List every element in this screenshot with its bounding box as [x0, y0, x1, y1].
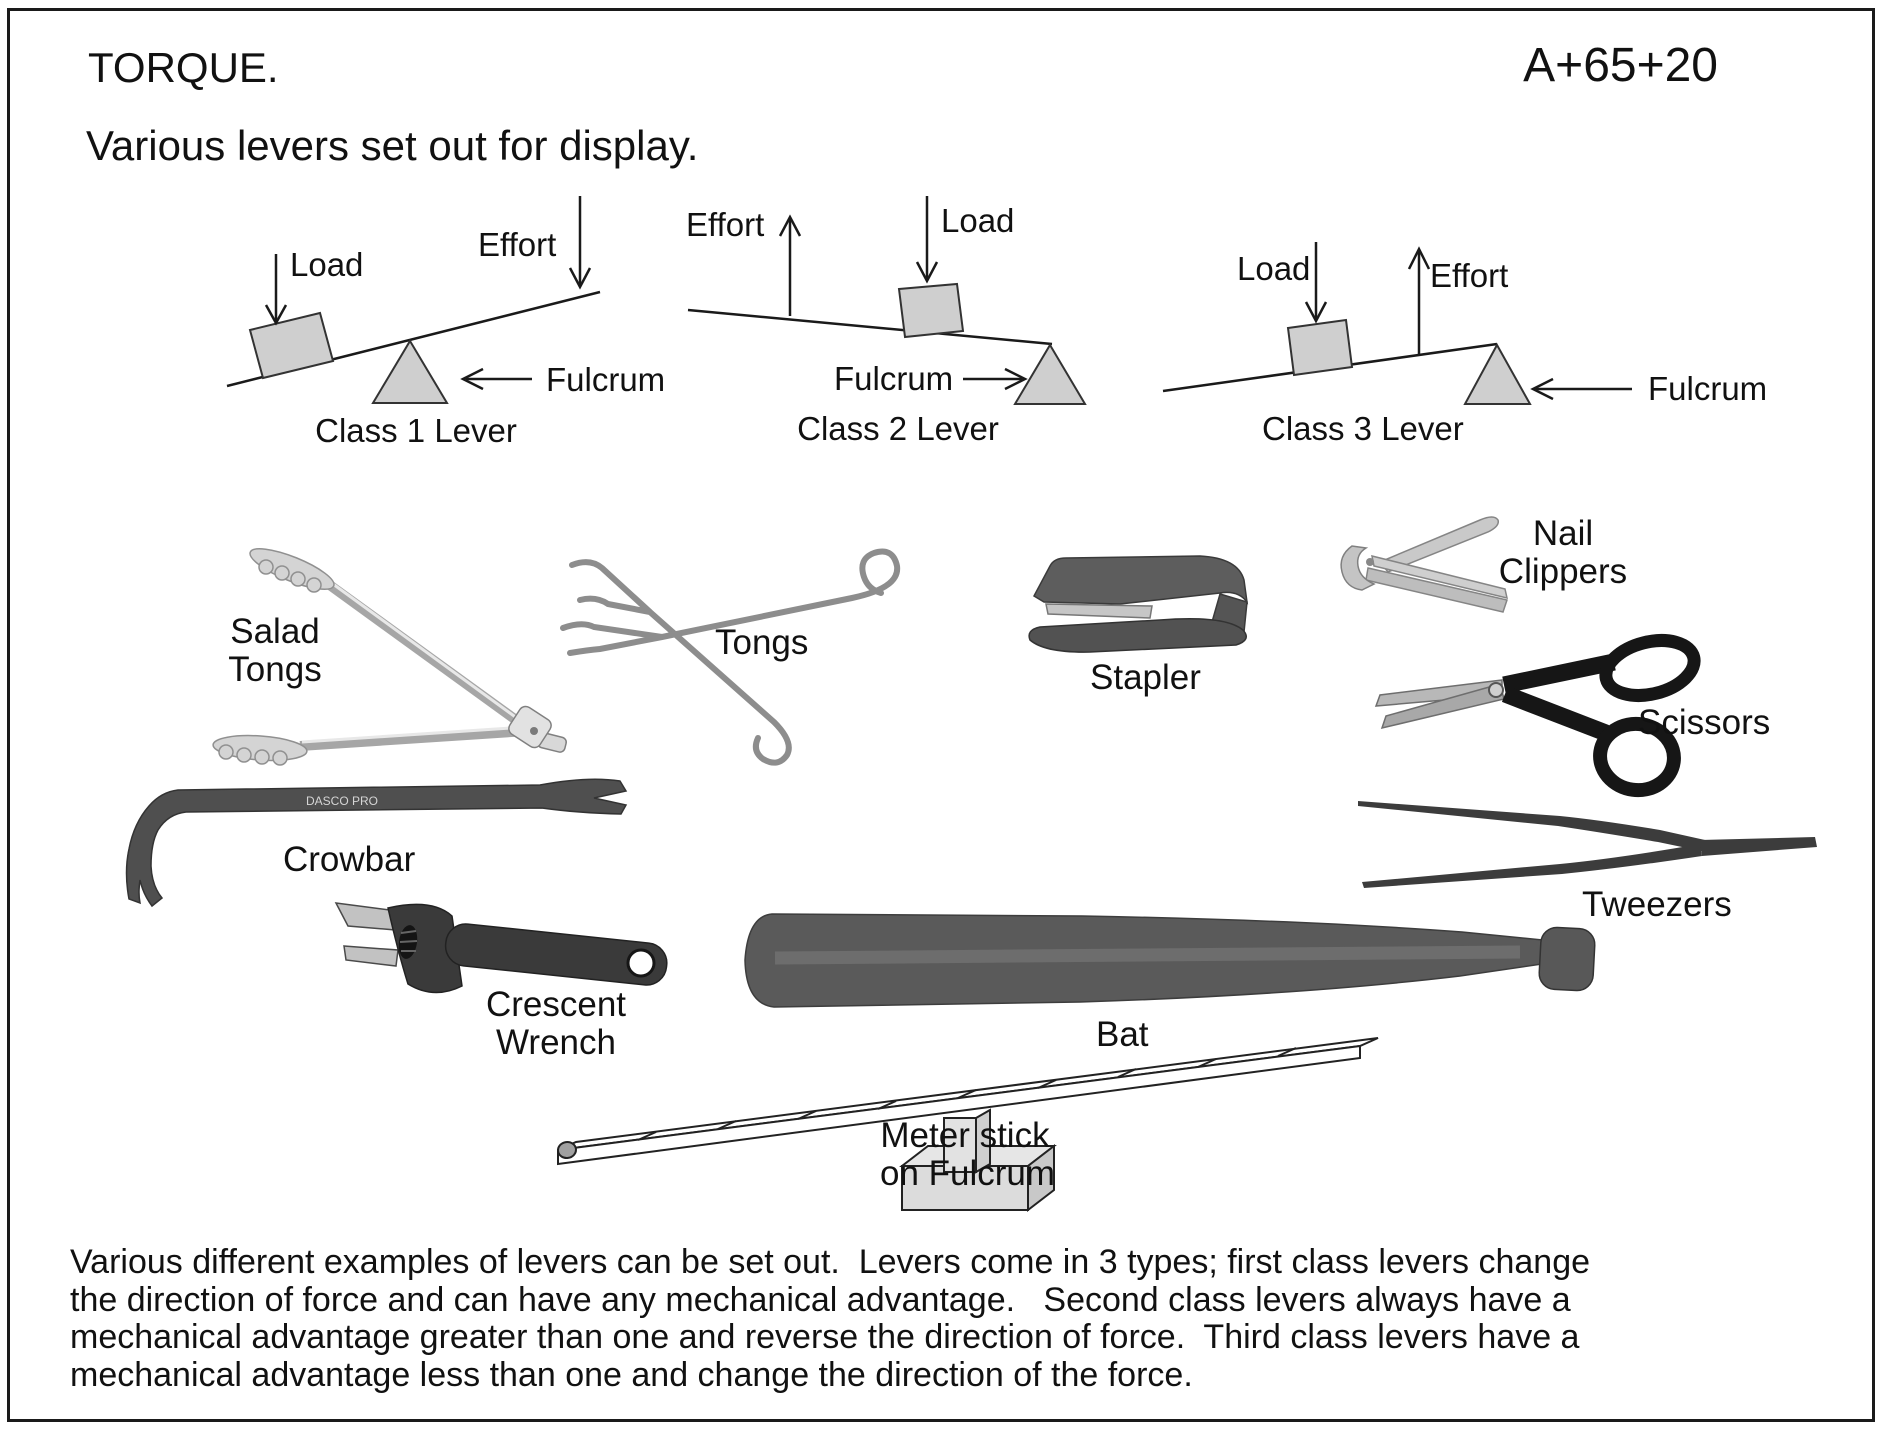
- crowbar-brand-text: DASCO PRO: [306, 794, 378, 808]
- crowbar-image: DASCO PRO: [125, 778, 628, 908]
- class1-effort-label: Effort: [478, 226, 557, 263]
- class2-fulcrum-label: Fulcrum: [834, 360, 954, 397]
- class1-caption: Class 1 Lever: [315, 412, 517, 449]
- tweezers-label: Tweezers: [1582, 885, 1732, 924]
- class3-effort-label: Effort: [1430, 257, 1509, 294]
- salad-tongs-image: [212, 548, 567, 766]
- class-3-lever-diagram: [1162, 242, 1632, 405]
- tongs-label: Tongs: [715, 623, 809, 662]
- meter-stick-label: Meter stick on Fulcrum: [880, 1116, 1056, 1193]
- fulcrum-triangle: [1463, 342, 1532, 405]
- bat-label: Bat: [1096, 1015, 1149, 1054]
- nail-clippers-image: [1340, 516, 1508, 613]
- load-block: [248, 311, 335, 380]
- paragraph-line: Various different examples of levers can…: [70, 1243, 1591, 1281]
- tweezers-image: [1358, 801, 1817, 888]
- crowbar-label: Crowbar: [283, 840, 416, 879]
- stapler-image: [1028, 555, 1249, 653]
- load-block: [1286, 318, 1354, 377]
- paragraph-line: mechanical advantage less than one and c…: [70, 1355, 1193, 1394]
- page-title: TORQUE.: [88, 44, 279, 91]
- bat-image: [744, 913, 1596, 1008]
- paragraph-line: mechanical advantage greater than one an…: [70, 1318, 1580, 1356]
- fulcrum-triangle: [1013, 343, 1087, 405]
- scissors-label: Scissors: [1638, 703, 1771, 742]
- class2-load-label: Load: [941, 202, 1015, 239]
- class2-caption: Class 2 Lever: [797, 410, 999, 447]
- meter-stick-image: [557, 1037, 1379, 1213]
- load-block: [897, 282, 965, 339]
- class3-caption: Class 3 Lever: [1262, 410, 1464, 447]
- class1-fulcrum-label: Fulcrum: [546, 361, 666, 398]
- crescent-wrench-image: [334, 902, 668, 994]
- fulcrum-triangle: [371, 339, 449, 404]
- description-paragraph: Various different examples of levers can…: [70, 1243, 1591, 1394]
- class3-load-label: Load: [1237, 250, 1311, 287]
- page-border: [7, 8, 1875, 1422]
- salad-tongs-label: Salad Tongs: [228, 612, 322, 689]
- class-1-lever-diagram: [226, 196, 601, 404]
- page-subtitle: Various levers set out for display.: [86, 122, 699, 169]
- class-2-lever-diagram: [687, 196, 1087, 405]
- crescent-wrench-label: Crescent Wrench: [485, 985, 627, 1062]
- nail-clippers-label: Nail Clippers: [1498, 514, 1628, 591]
- class2-effort-label: Effort: [686, 206, 765, 243]
- page-code: A+65+20: [1523, 39, 1718, 92]
- paragraph-line: the direction of force and can have any …: [70, 1280, 1571, 1319]
- tongs-image: [560, 548, 901, 766]
- stapler-label: Stapler: [1090, 658, 1201, 697]
- class1-load-label: Load: [290, 246, 364, 283]
- class3-fulcrum-label: Fulcrum: [1648, 370, 1768, 407]
- scissors-image: [1374, 634, 1701, 798]
